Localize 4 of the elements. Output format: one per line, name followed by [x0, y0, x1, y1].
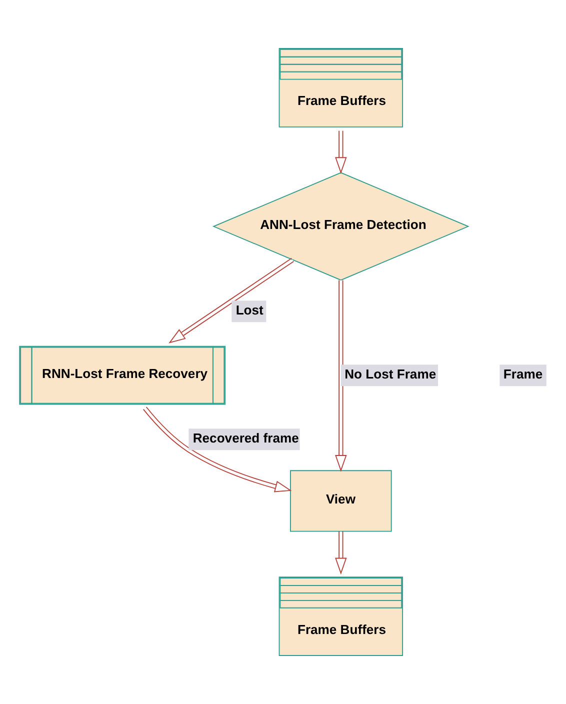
label: Frame [503, 366, 543, 382]
edge-label: No Lost Frame [344, 366, 436, 382]
edge-label: Recovered frame [192, 430, 299, 446]
edge-label: Lost [236, 302, 264, 318]
